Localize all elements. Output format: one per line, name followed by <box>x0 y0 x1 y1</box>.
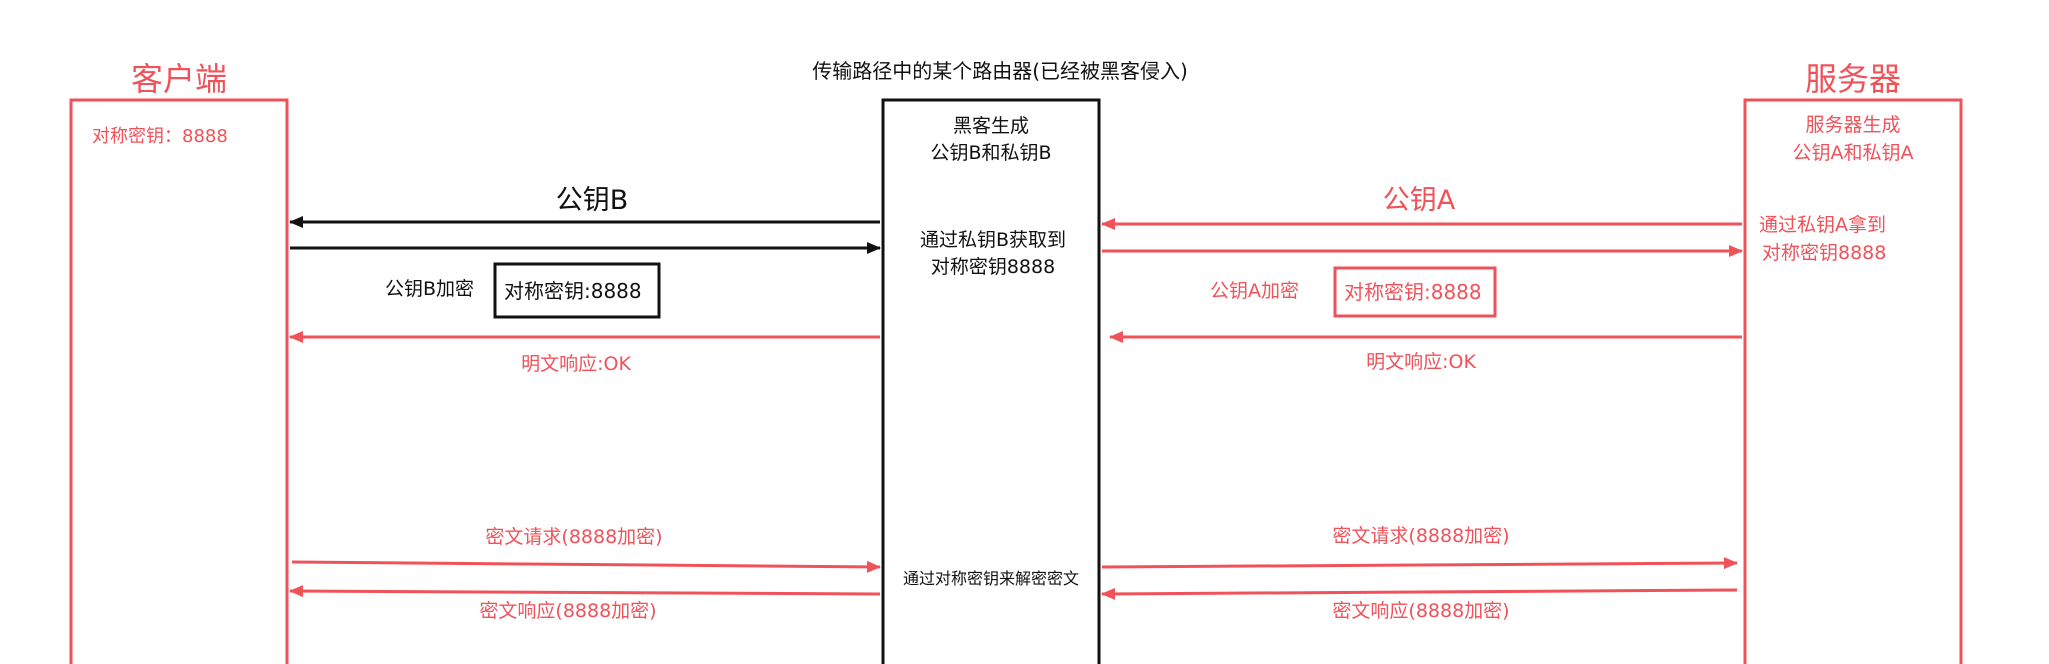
server-title: 服务器 <box>1804 60 1902 98</box>
router-box <box>881 98 1101 664</box>
server-generate-line2: 公钥A和私钥A <box>1792 142 1914 164</box>
left-encrypt-box-frame <box>493 262 661 319</box>
right-cipher-response-label: 密文响应(8888加密) <box>1332 600 1510 622</box>
left-cipher-response-label: 密文响应(8888加密) <box>479 600 657 622</box>
left-cipher-request-label: 密文请求(8888加密) <box>485 526 663 548</box>
left-encrypt-box-text: 对称密钥:8888 <box>504 279 642 303</box>
left-cipher-response-arrow <box>289 585 881 598</box>
right-cipher-response-arrow <box>1101 587 1738 600</box>
right-encrypt-box-text: 对称密钥:8888 <box>1344 280 1482 304</box>
router-generate-line2: 公钥B和私钥B <box>930 142 1052 164</box>
left-cipher-request-arrow <box>291 560 881 573</box>
pubkey-a-label: 公钥A <box>1382 185 1456 216</box>
router-generate-line1: 黑客生成 <box>952 115 1030 137</box>
right-encrypt-box-frame <box>1333 266 1497 318</box>
router-caption: 传输路径中的某个路由器(已经被黑客侵入) <box>812 59 1188 83</box>
right-plain-response-label: 明文响应:OK <box>1366 351 1476 373</box>
server-obtain-line1: 通过私钥A拿到 <box>1759 214 1886 236</box>
left-encrypt-label: 公钥B加密 <box>385 278 475 300</box>
router-decrypt-label: 通过对称密钥来解密密文 <box>902 569 1080 588</box>
right-cipher-request-label: 密文请求(8888加密) <box>1332 525 1510 547</box>
client-title: 客户端 <box>130 60 228 98</box>
left-plain-response-label: 明文响应:OK <box>521 353 631 375</box>
server-generate-line1: 服务器生成 <box>1805 114 1901 136</box>
server-obtain-line2: 对称密钥8888 <box>1762 242 1887 264</box>
router-obtain-line1: 通过私钥B获取到 <box>919 229 1067 251</box>
right-cipher-request-arrow <box>1101 557 1738 570</box>
pubkey-b-label: 公钥B <box>555 185 629 216</box>
client-symmetric-key: 对称密钥：8888 <box>92 126 228 147</box>
server-box <box>1743 98 1963 664</box>
client-box <box>69 98 289 664</box>
right-encrypt-label: 公钥A加密 <box>1210 280 1299 302</box>
router-obtain-line2: 对称密钥8888 <box>930 256 1056 278</box>
